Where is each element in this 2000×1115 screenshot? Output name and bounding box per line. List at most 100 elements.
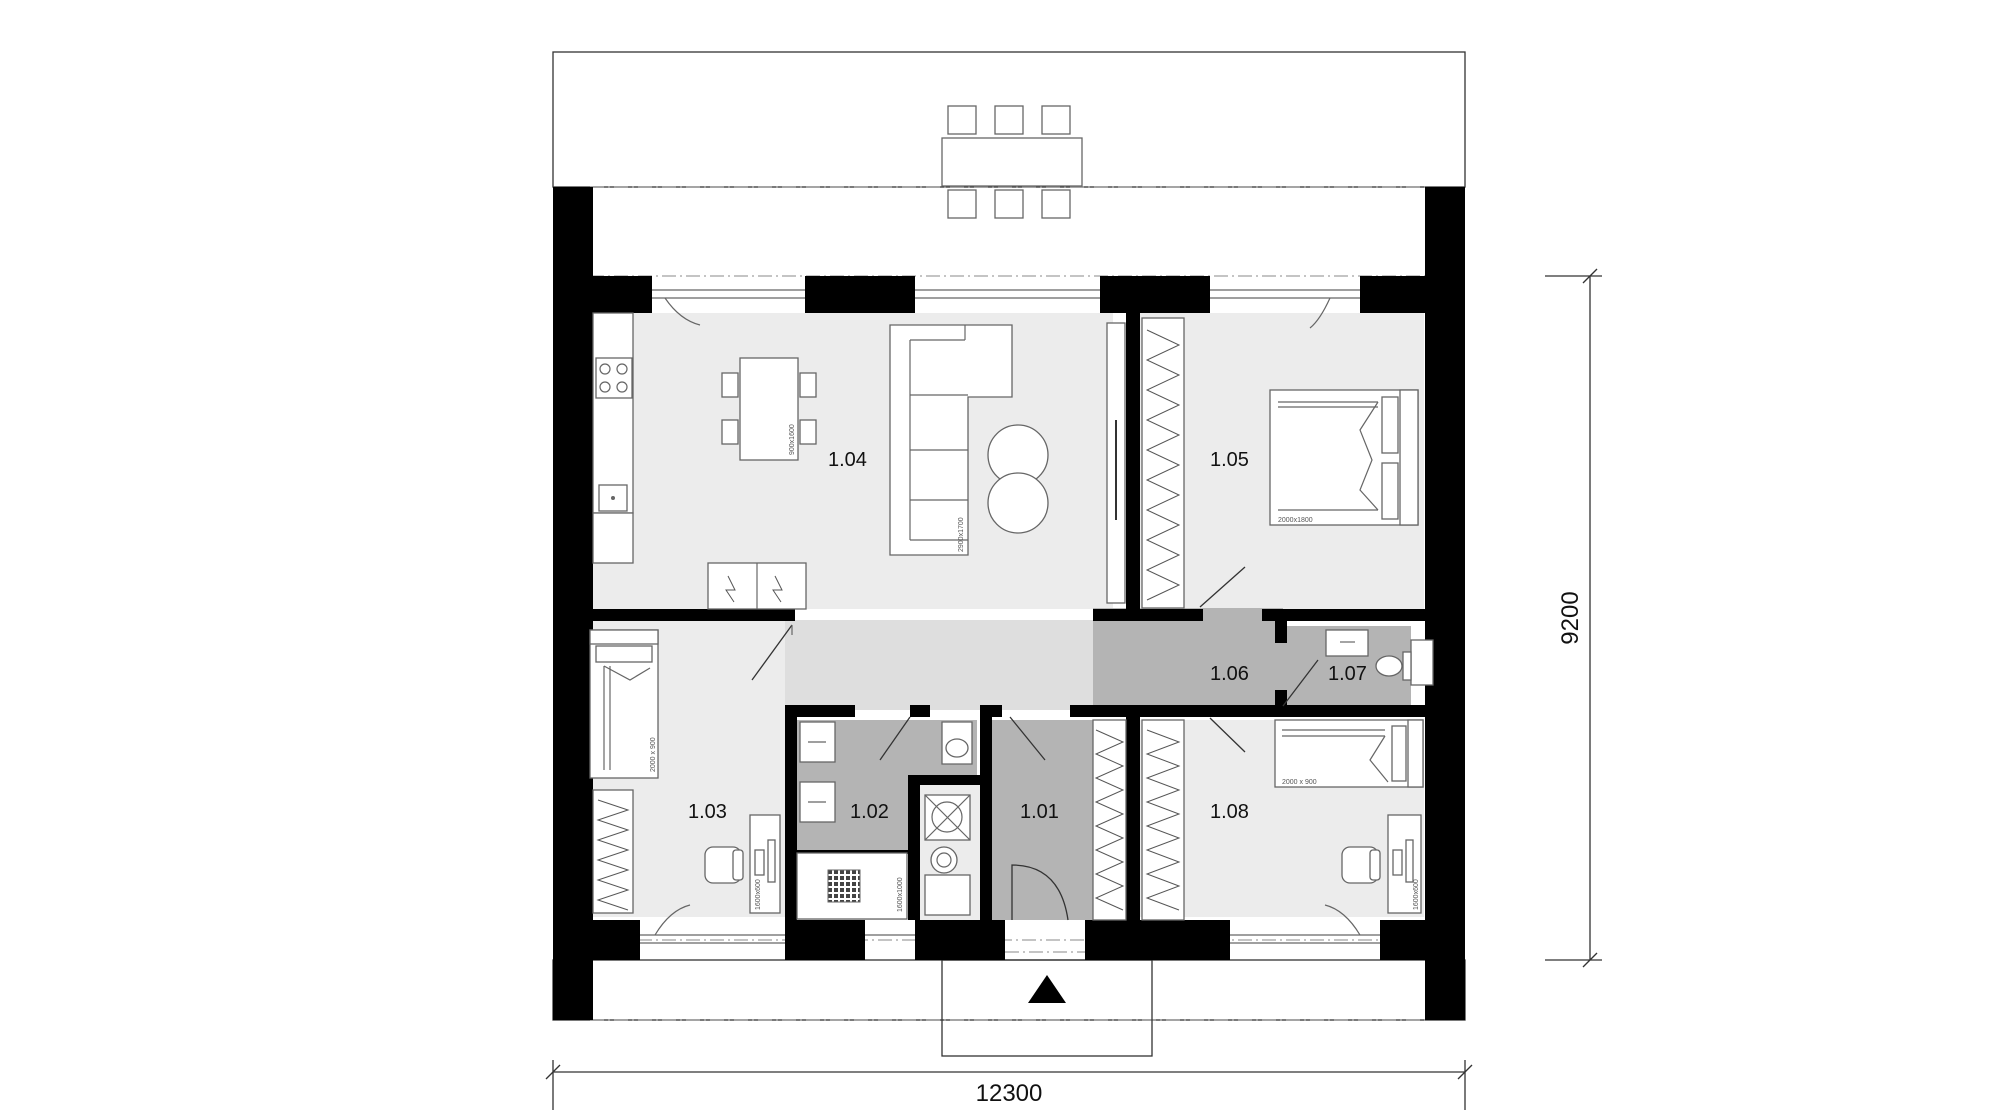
pillow (1381, 462, 1399, 520)
wall-living-south-west (590, 609, 795, 621)
pillow-103 (595, 645, 653, 663)
toilet-bowl-102 (945, 738, 969, 758)
wardrobe-hatch (1145, 329, 1181, 601)
wall-102-utility-partition (908, 775, 920, 920)
dimension-width-label: 12300 (976, 1080, 1043, 1107)
wall-north-4 (1360, 276, 1425, 313)
door-utility (1009, 716, 1046, 761)
wall-101-108-partition (1126, 717, 1140, 920)
wall-south-1 (590, 920, 640, 960)
terrace-chair (1041, 189, 1071, 219)
wardrobe-105 (1141, 317, 1185, 609)
wall-east (1425, 187, 1465, 1020)
chair-108-back (1369, 849, 1381, 881)
entrance-arrow-icon (1028, 975, 1066, 1003)
floor-corridor (785, 620, 1093, 710)
door-102 (879, 716, 911, 761)
sofa (889, 324, 1013, 556)
desk-103-size: 1600x600 (755, 879, 762, 910)
wall-south-3 (915, 920, 1005, 960)
wardrobe-108b-hatch (1145, 729, 1181, 911)
room-labels: 1.04 1.05 1.06 1.07 1.03 1.02 1.01 1.08 (688, 449, 1367, 823)
wall-102-south (797, 850, 908, 854)
wall-102-north-b (910, 705, 930, 717)
windows (640, 289, 1434, 944)
terrace-chair (994, 105, 1024, 135)
island-hatch (725, 575, 783, 603)
room-label-105: 1.05 (1210, 449, 1249, 471)
dining-chair (799, 372, 817, 398)
wall-102-north-a (785, 705, 855, 717)
dryer (924, 874, 971, 916)
room-label-103: 1.03 (688, 801, 727, 823)
chair-103-back (732, 849, 744, 881)
wall-north-2 (805, 276, 915, 313)
toilet-bowl-107 (1375, 655, 1403, 677)
room-label-104: 1.04 (828, 449, 867, 471)
sofa-size: 2900x1700 (958, 517, 965, 552)
coffee-table (987, 472, 1049, 534)
window-sash-arc (1309, 297, 1331, 329)
dining-set: 900x1600 (721, 357, 817, 461)
room-label-102: 1.02 (850, 801, 889, 823)
wall-105-south-a (1093, 609, 1203, 621)
pillow (1381, 396, 1399, 454)
headboard (1399, 389, 1419, 526)
floor-entrance-101 (990, 720, 1093, 920)
doors (751, 566, 1319, 953)
terrace-south (552, 959, 1466, 1021)
wardrobe-108a-hatch (1094, 729, 1125, 911)
wc-107 (1325, 629, 1412, 681)
wall-west (553, 187, 593, 1020)
door-108 (1209, 717, 1246, 753)
wall-108-north (1262, 705, 1425, 717)
toilet-tank-107 (1402, 651, 1412, 681)
blanket-108-fold (1369, 735, 1389, 783)
wall-living-105-partition (1126, 313, 1140, 609)
wall-utility-north (908, 775, 988, 785)
monitor-103 (767, 839, 776, 883)
terraces (552, 51, 1466, 1057)
wall-south-5 (1380, 920, 1425, 960)
window-sash-arc (1324, 904, 1361, 936)
wall-corridor-south (1070, 705, 1282, 717)
kitchen-counter-bottom (592, 512, 634, 564)
lounge: 2900x1700 (889, 324, 1049, 556)
door-103 (751, 624, 793, 681)
bathroom-102: 1600x1000 (796, 721, 973, 920)
dimension-depth-slash (1582, 952, 1598, 968)
burner (599, 363, 611, 375)
window-sash-arc (654, 904, 691, 936)
wall-107-west-top (1275, 621, 1287, 643)
wall-105-south-b (1262, 609, 1425, 621)
terrace-dining-set (941, 105, 1083, 219)
room-label-106: 1.06 (1210, 663, 1249, 685)
terrace-table (941, 137, 1083, 187)
stove (595, 357, 633, 399)
washing-machine-drum (930, 846, 958, 874)
double-bed-size: 2000x1800 (1278, 517, 1313, 524)
washbasin-107 (1325, 629, 1369, 657)
burner (599, 381, 611, 393)
wall-102-101-partition (980, 705, 992, 920)
wall-103-east (785, 705, 797, 920)
kitchen (592, 312, 807, 610)
room-label-108: 1.08 (1210, 801, 1249, 823)
sink-drain (611, 496, 615, 500)
window-sash-arc (664, 297, 701, 326)
single-bed-103-size: 2000 x 900 (650, 737, 657, 772)
wall-south-2 (785, 920, 865, 960)
shower-tray (827, 869, 861, 903)
headboard-108 (1407, 719, 1424, 788)
bedroom-105: 2000x1800 (1141, 317, 1419, 609)
room-label-107: 1.07 (1328, 663, 1367, 685)
dining-table (739, 357, 799, 461)
desk-108-size: 1600x600 (1413, 879, 1420, 910)
dimension-width-slash (1457, 1064, 1473, 1080)
keyboard-108 (1392, 849, 1403, 876)
terrace-chair (947, 189, 977, 219)
dimension-depth: 9200 (1545, 268, 1602, 968)
boiler-circle (931, 801, 963, 833)
dimension-width: 12300 (545, 1060, 1473, 1110)
